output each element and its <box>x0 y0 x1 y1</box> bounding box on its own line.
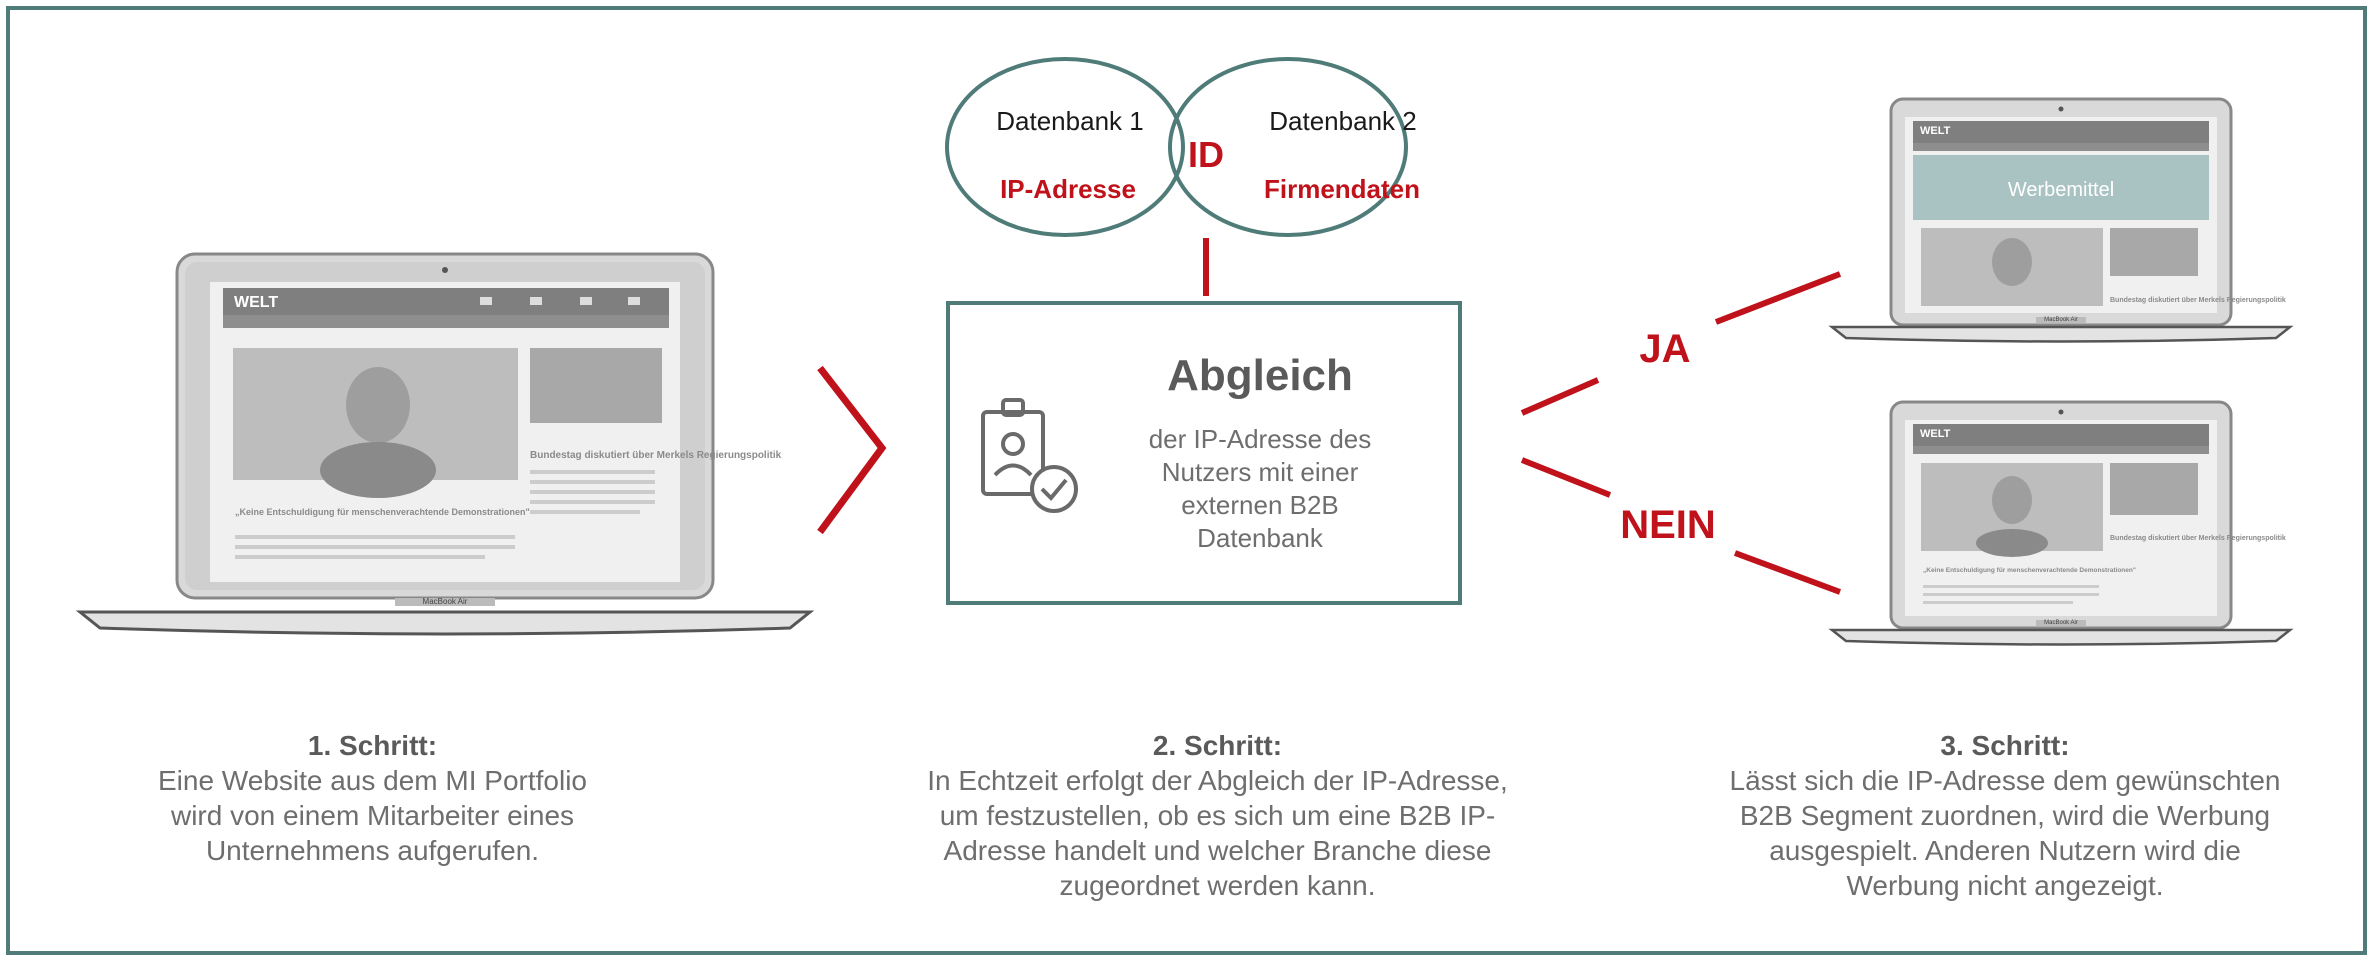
step-2-line-4: zugeordnet werden kann. <box>1059 870 1376 901</box>
branch-yes-label: JA <box>1639 327 1690 371</box>
side-headline: Bundestag diskutiert über Merkels Regier… <box>2110 297 2286 304</box>
step-1-line-1: Eine Website aus dem MI Portfolio <box>157 765 587 796</box>
id-badge-check-icon <box>981 398 1078 513</box>
venn-center-id: ID <box>1188 134 1224 175</box>
match-heading: Abgleich <box>1167 351 1353 400</box>
video-thumbnail <box>530 348 662 423</box>
ad-label: Werbemittel <box>2008 179 2114 201</box>
laptop-model-label: MacBook Air <box>2044 317 2078 323</box>
main-headline: „Keine Entschuldigung für menschenverach… <box>1923 567 2136 574</box>
venn-left-value: IP-Adresse <box>1000 174 1136 204</box>
venn-right-value: Firmendaten <box>1264 174 1420 204</box>
step-2: 2. Schritt: In Echtzeit erfolgt der Abgl… <box>900 728 1535 903</box>
chevron-right-icon <box>817 365 887 535</box>
venn-right-title: Datenbank 2 <box>1269 106 1416 136</box>
step-3-line-1: Lässt sich die IP-Adresse dem gewünschte… <box>1729 765 2281 796</box>
side-headline: Bundestag diskutiert über Merkels Regier… <box>2110 535 2286 542</box>
venn-circle-right <box>1168 57 1408 237</box>
branch-yes-line-1 <box>1520 377 1600 416</box>
step-3-line-2: B2B Segment zuordnen, wird die Werbung <box>1739 800 2271 831</box>
venn-diagram: Datenbank 1 IP-Adresse ID Datenbank 2 Fi… <box>945 57 1420 237</box>
outer-frame <box>6 6 2367 955</box>
step-2-line-2: um festzustellen, ob es sich um eine B2B… <box>939 800 1496 831</box>
welt-logo: WELT <box>234 294 278 311</box>
step-2-line-1: In Echtzeit erfolgt der Abgleich der IP-… <box>927 765 1508 796</box>
match-line-4: Datenbank <box>1197 523 1324 553</box>
match-box: Abgleich der IP-Adresse des Nutzers mit … <box>946 301 1462 605</box>
laptop-model-label: MacBook Air <box>2044 620 2078 626</box>
step-3: 3. Schritt: Lässt sich die IP-Adresse de… <box>1700 728 2310 903</box>
branch-no-line-1 <box>1520 457 1612 498</box>
match-line-3: externen B2B <box>1181 490 1339 520</box>
match-line-1: der IP-Adresse des <box>1149 424 1372 454</box>
step-1-title: 1. Schritt: <box>307 730 438 761</box>
laptop-right-top: WELT Werbemittel Bundestag diskutiert üb… <box>1828 97 2294 343</box>
welt-logo: WELT <box>1920 428 1951 440</box>
branch-no-line-2 <box>1733 550 1842 595</box>
step-3-line-3: ausgespielt. Anderen Nutzern wird die <box>1769 835 2241 866</box>
match-line-2: Nutzers mit einer <box>1162 457 1359 487</box>
venn-circle-left <box>945 57 1185 237</box>
ad-banner <box>1913 155 2209 220</box>
step-1-line-2: wird von einem Mitarbeiter eines <box>170 800 575 831</box>
step-2-title: 2. Schritt: <box>1152 730 1283 761</box>
step-1-line-3: Unternehmens aufgerufen. <box>205 835 540 866</box>
side-headline: Bundestag diskutiert über Merkels Regier… <box>530 450 782 461</box>
step-3-title: 3. Schritt: <box>1940 730 2070 761</box>
laptop-left: WELT Bundestag diskutiert über Merkels R… <box>75 252 815 636</box>
branch-no-label: NEIN <box>1620 503 1716 547</box>
main-headline: „Keine Entschuldigung für menschenverach… <box>235 507 530 517</box>
step-2-line-3: Adresse handelt und welcher Branche dies… <box>943 835 1492 866</box>
branch-yes-line-2 <box>1714 271 1842 325</box>
welt-logo: WELT <box>1920 125 1951 137</box>
laptop-model-label: MacBook Air <box>423 597 468 606</box>
step-3-line-4: Werbung nicht angezeigt. <box>1846 870 2164 901</box>
step-1: 1. Schritt: Eine Website aus dem MI Port… <box>150 728 595 868</box>
venn-left-title: Datenbank 1 <box>996 106 1143 136</box>
laptop-right-bottom: WELT Bundestag diskutiert über Merkels R… <box>1828 400 2294 646</box>
